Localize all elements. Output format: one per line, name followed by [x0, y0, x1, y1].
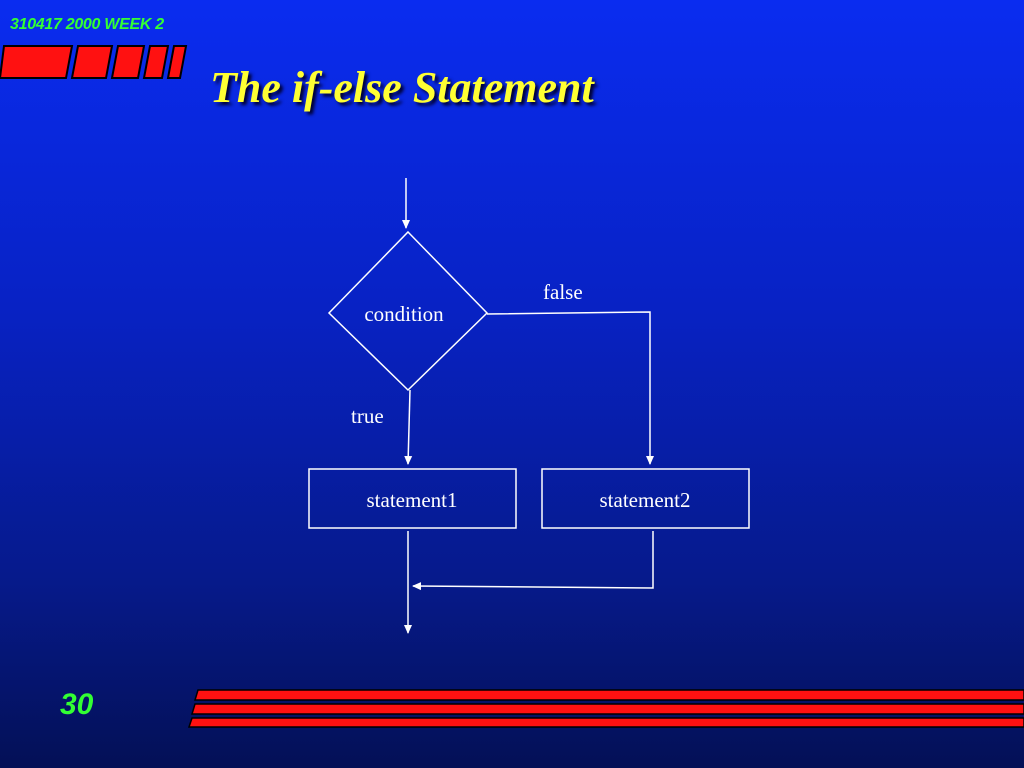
statement2-label: statement2 [600, 488, 691, 512]
header-stripes [0, 45, 188, 79]
header-stripe [110, 45, 146, 79]
page-number: 30 [60, 688, 94, 721]
statement2-box [541, 468, 750, 529]
statement1-box [308, 468, 517, 529]
merge-arrow [412, 531, 654, 591]
statement1-label: statement1 [367, 488, 458, 512]
false-label: false [543, 280, 583, 304]
header-stripe [142, 45, 170, 79]
header-stripe [0, 45, 74, 79]
slide-title: The if-else Statement [210, 63, 594, 112]
course-code: 310417 2000 WEEK 2 [10, 16, 164, 33]
condition-label: condition [364, 302, 444, 326]
true-branch-arrow [404, 389, 413, 465]
header-stripe [166, 45, 188, 79]
false-branch-arrow [486, 311, 654, 465]
condition-diamond [327, 230, 489, 392]
header-stripe [70, 45, 114, 79]
true-label: true [351, 404, 384, 428]
